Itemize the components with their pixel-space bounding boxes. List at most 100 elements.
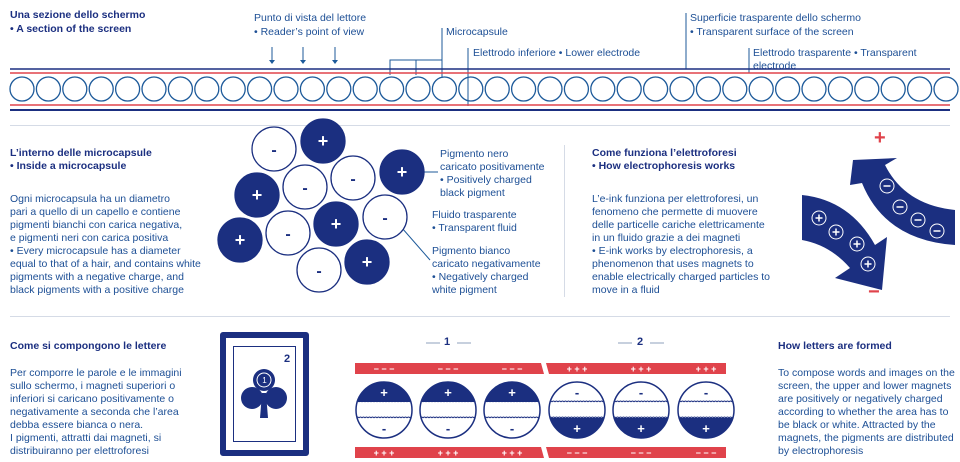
microcapsule-circle [642, 76, 669, 102]
microcapsule-circle [722, 76, 748, 102]
magnet-charge: + + + [501, 448, 523, 458]
electro-title-it: Come funziona l’elettroforesi [592, 147, 737, 159]
microcapsule-circle [352, 76, 378, 102]
svg-text:-: - [639, 385, 643, 400]
surface-label-it: Superficie trasparente dello schermo [690, 12, 862, 24]
svg-text:+: + [573, 421, 581, 436]
microcapsule-circle [220, 76, 246, 102]
microcapsule-circle [774, 76, 801, 102]
microcapsule-state [678, 400, 734, 438]
dash [650, 342, 664, 344]
microcapsule-circle [669, 76, 695, 102]
magnet-charge: − − − [373, 364, 395, 374]
microcapsule-circle [590, 76, 616, 102]
letters-title-en: How letters are formed [778, 340, 892, 352]
black-pigment [344, 239, 390, 285]
microcapsule-circle [563, 76, 590, 102]
dash [457, 342, 471, 344]
microcapsule-state [356, 382, 412, 419]
svg-text:-: - [446, 421, 450, 436]
microcapsule-circle [88, 76, 114, 102]
black-pigment [313, 201, 359, 247]
inside-title-en: • Inside a microcapsule [10, 160, 127, 172]
microcapsule-circle [9, 76, 35, 102]
minus-sign: - [382, 210, 387, 227]
microcapsule-circle [194, 76, 220, 102]
black-pigment [379, 149, 425, 195]
magnet-charge: − − − [695, 448, 717, 458]
negative-ion-icon [929, 223, 945, 239]
plus-sign: + [362, 252, 373, 272]
step-1-label: 1 [444, 336, 451, 348]
microcapsule-circle [906, 76, 933, 102]
magnet-charge: − − − [630, 448, 652, 458]
svg-text:+: + [637, 421, 645, 436]
white-pigment [251, 126, 297, 172]
club-icon [241, 369, 287, 418]
inside-title-it: L’interno delle microcapsule [10, 147, 152, 159]
microcapsule-circle [405, 76, 431, 102]
white-pigment [362, 194, 408, 240]
black-pigment [234, 172, 280, 218]
microcapsule-circle [537, 76, 563, 102]
divider [10, 316, 950, 317]
microcapsule-circle [246, 76, 273, 102]
arrow-up-left-icon [850, 158, 955, 245]
microcapsule-circle [167, 76, 194, 102]
plus-sign: + [331, 214, 342, 234]
negative-ion-icon [892, 199, 908, 215]
dash [618, 342, 632, 344]
fluid-label: Fluido trasparente• Transparent fluid [432, 209, 517, 234]
microcapsule-circle [854, 76, 880, 102]
magnet-charge: + + + [630, 364, 652, 374]
microcapsule-circle [880, 76, 906, 102]
step-2-label: 2 [637, 336, 644, 348]
svg-text:-: - [704, 385, 708, 400]
white-pigment [282, 164, 328, 210]
positive-ion-icon [828, 224, 844, 240]
microcapsule-state [613, 400, 669, 438]
microcapsule-circle [827, 76, 854, 102]
reader-label-it: Punto di vista del lettore [254, 12, 367, 24]
magnet-charge: + + + [566, 364, 588, 374]
plus-sign: + [318, 131, 329, 151]
magnet-charge: − − − [566, 448, 588, 458]
microcapsule-circle [378, 76, 405, 102]
ereader-screen [233, 346, 296, 442]
plus-sign: + [252, 185, 263, 205]
minus-sign: - [285, 226, 290, 243]
microcapsule-leader [389, 28, 443, 78]
microcapsule-state [549, 400, 605, 438]
ereader-device: 2 1 [220, 332, 309, 456]
magnet-charge: − − − [501, 364, 523, 374]
letters-title-it: Come si compongono le lettere [10, 340, 167, 352]
microcapsule-circle [62, 76, 88, 102]
microcapsule-circle [748, 76, 774, 102]
white-pigment [296, 247, 342, 293]
white-pigment [265, 210, 311, 256]
minus-sign: - [316, 263, 321, 280]
negative-ion-icon [910, 212, 926, 228]
minus-sign: - [302, 180, 307, 197]
microcapsule-circle [933, 76, 959, 102]
arrow-down-right-icon [802, 195, 887, 290]
microcapsule-circle [299, 76, 326, 102]
section-title-it: Una sezione dello schermo [10, 9, 146, 21]
section-title-en: • A section of the screen [10, 23, 132, 35]
negative-ion-icon [879, 178, 895, 194]
microcapsule-state [484, 382, 540, 419]
minus-sign: - [271, 142, 276, 159]
positive-pole: + [874, 127, 886, 149]
svg-text:-: - [382, 421, 386, 436]
card-number-2: 2 [284, 353, 291, 365]
screen-section-diagram [9, 13, 959, 111]
electro-title-en: • How electrophoresis works [592, 160, 736, 172]
positive-ion-icon [811, 210, 827, 226]
magnet-charge: + + + [373, 448, 395, 458]
